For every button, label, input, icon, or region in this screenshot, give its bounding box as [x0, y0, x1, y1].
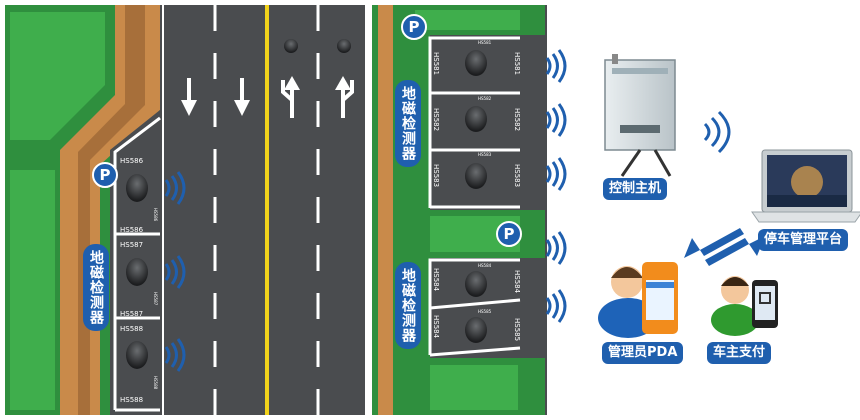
smartphone-icon	[752, 280, 778, 328]
slot-id: HS588	[120, 396, 144, 404]
parking-icon: P	[401, 14, 427, 40]
slot-id: HS586	[120, 157, 144, 165]
slot-id: HS585	[513, 318, 521, 342]
slot-id: HS582	[432, 108, 440, 132]
pda-label: 管理员PDA	[602, 342, 684, 364]
left-street-scene	[5, 5, 365, 415]
detector-label-left: 地磁检测器	[83, 244, 109, 331]
sensor-puck-icon	[465, 271, 487, 297]
controller-box-icon	[604, 54, 676, 177]
detector-label-right-bottom: 地磁检测器	[395, 262, 421, 349]
lane-arrows	[181, 76, 354, 118]
sensor-puck-icon	[284, 39, 298, 53]
right-street-scene	[372, 5, 567, 415]
signal-wave-icon	[164, 171, 186, 372]
road-left	[160, 5, 365, 415]
slot-id: HS583	[432, 164, 440, 188]
slot-id: HS588	[120, 325, 144, 333]
slot-id: HS584	[432, 315, 440, 339]
slot-id: HS586	[153, 208, 158, 222]
slot-id: HS587	[120, 241, 144, 249]
sensor-puck-icon	[126, 174, 148, 202]
slot-id: HS581	[478, 40, 492, 45]
pda-device-icon	[642, 262, 678, 334]
slot-id: HS582	[513, 108, 521, 132]
slot-id: HS583	[513, 164, 521, 188]
slot-id: HS587	[153, 292, 158, 306]
slot-id: HS587	[120, 310, 144, 318]
slot-id: HS582	[478, 96, 492, 101]
platform-label: 停车管理平台	[758, 229, 849, 251]
laptop-icon	[751, 149, 860, 223]
slot-id: HS584	[432, 268, 440, 292]
exchange-arrows-icon	[684, 228, 765, 266]
driver-person-icon	[711, 276, 759, 336]
slot-id: HS581	[513, 52, 521, 76]
sensor-puck-icon	[126, 258, 148, 286]
sensor-puck-icon	[465, 317, 487, 343]
slot-id: HS586	[120, 226, 144, 234]
parking-icon: P	[496, 221, 522, 247]
slot-id: HS588	[153, 376, 158, 390]
signal-wave-icon	[545, 49, 567, 323]
parking-icon: P	[92, 162, 118, 188]
sensor-puck-icon	[465, 106, 487, 132]
signal-wave-icon	[703, 110, 731, 154]
sensor-puck-icon	[126, 341, 148, 369]
slot-id: HS584	[478, 263, 492, 268]
slot-id: HS583	[478, 152, 492, 157]
controller-label: 控制主机	[603, 178, 668, 200]
sensor-puck-icon	[465, 50, 487, 76]
payment-label: 车主支付	[707, 342, 772, 364]
sensor-puck-icon	[465, 163, 487, 189]
slot-id: HS584	[513, 270, 521, 294]
detector-label-right-top: 地磁检测器	[395, 80, 421, 167]
slot-id: HS581	[432, 52, 440, 76]
sensor-puck-icon	[337, 39, 351, 53]
slot-id: HS585	[478, 309, 492, 314]
